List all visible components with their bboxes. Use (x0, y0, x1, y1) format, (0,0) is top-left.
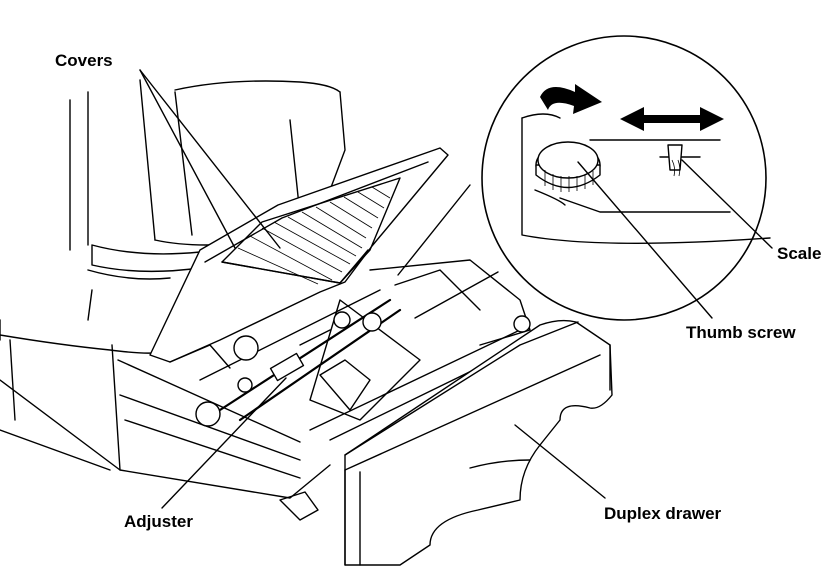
covers-leader-2 (139, 69, 281, 249)
curved-rotate-arrow-icon (540, 84, 602, 114)
horizontal-double-arrow-icon (620, 107, 724, 131)
adjuster-leader (161, 377, 287, 509)
duplex-drawer-label: Duplex drawer (604, 504, 722, 523)
thumb-screw-leader (577, 161, 713, 319)
drawer-front (344, 319, 613, 566)
cover-panel (149, 147, 449, 369)
covers-label: Covers (55, 51, 113, 70)
scale-leader (681, 159, 773, 249)
thumb-screw-label: Thumb screw (686, 323, 796, 342)
scale-label: Scale (777, 244, 822, 263)
covers-leader-1 (139, 69, 236, 249)
printer-body (0, 79, 346, 471)
duplex-drawer-leader (514, 424, 606, 499)
adjuster-label: Adjuster (124, 512, 193, 531)
leader-lines (139, 69, 773, 509)
magnifier-detail (397, 35, 771, 321)
